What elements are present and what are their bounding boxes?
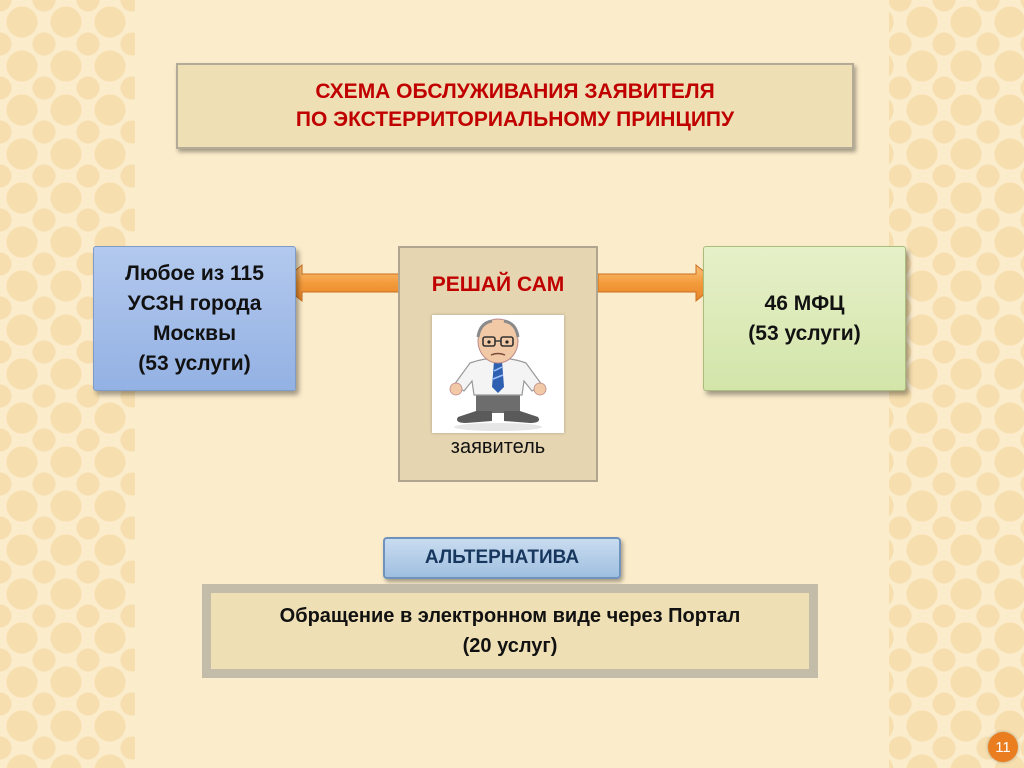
portal-option-box: Обращение в электронном виде через Порта… — [202, 584, 818, 678]
node-mfc-line2: (53 услуги) — [748, 321, 861, 345]
applicant-person-icon — [432, 315, 564, 433]
node-applicant: РЕШАЙ САМ — [398, 246, 598, 482]
slide-title-line2: ПО ЭКСТЕРРИТОРИАЛЬНОМУ ПРИНЦИПУ — [295, 108, 735, 131]
node-uszn-line1: Любое из 115 — [125, 261, 264, 285]
node-mfc: 46 МФЦ (53 услуги) — [703, 246, 906, 391]
node-uszn-line3: Москвы — [152, 321, 237, 345]
node-mfc-line1: 46 МФЦ — [764, 291, 845, 315]
slide-title: СХЕМА ОБСЛУЖИВАНИЯ ЗАЯВИТЕЛЯ ПО ЭКСТЕРРИ… — [176, 63, 854, 149]
slide-title-line1: СХЕМА ОБСЛУЖИВАНИЯ ЗАЯВИТЕЛЯ — [315, 80, 715, 103]
node-applicant-title: РЕШАЙ САМ — [431, 273, 565, 296]
arrow-right-icon — [597, 263, 719, 303]
node-uszn: Любое из 115 УСЗН города Москвы (53 услу… — [93, 246, 296, 391]
portal-option-line2: (20 услуг) — [462, 635, 558, 657]
decorative-dots-right — [889, 0, 1024, 768]
page-number-badge: 11 — [988, 732, 1018, 762]
node-uszn-line2: УСЗН города — [127, 291, 262, 315]
node-uszn-line4: (53 услуги) — [138, 351, 251, 375]
node-applicant-caption: заявитель — [450, 436, 546, 458]
portal-option-line1: Обращение в электронном виде через Порта… — [279, 605, 741, 627]
arrow-left-icon — [279, 263, 401, 303]
alternative-label: АЛЬТЕРНАТИВА — [383, 537, 621, 579]
